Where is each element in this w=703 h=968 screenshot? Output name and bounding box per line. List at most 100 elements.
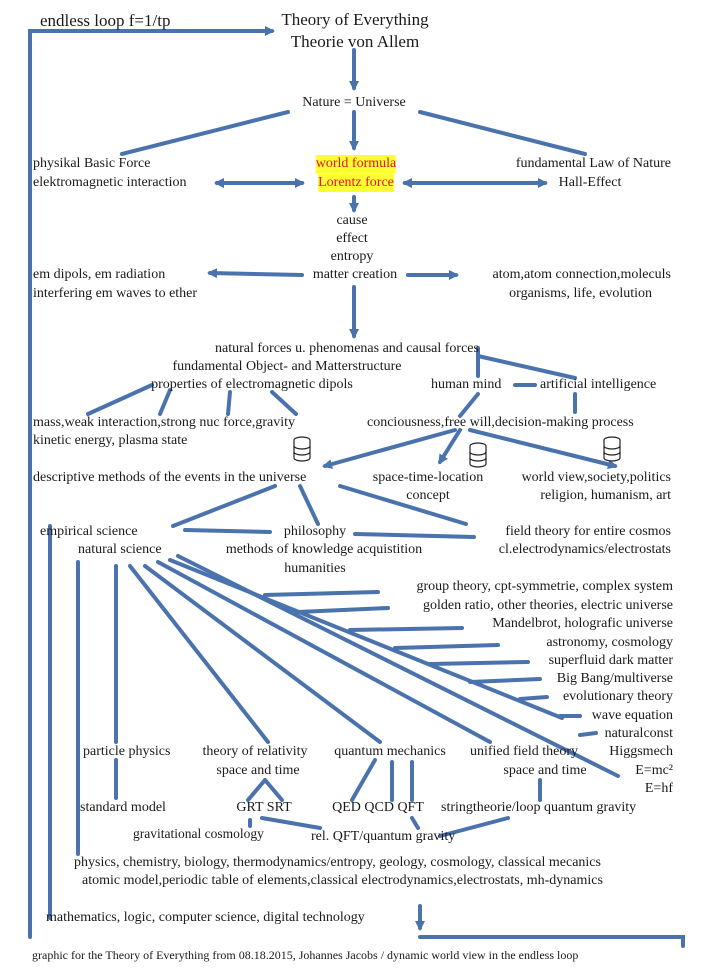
basic-force-line1: physikal Basic Force bbox=[33, 156, 151, 171]
theory-item: Higgsmech bbox=[609, 744, 673, 759]
unified-field-line2: space and time bbox=[503, 763, 587, 778]
line-rel-grt bbox=[246, 778, 267, 802]
human-mind-text: human mind bbox=[431, 377, 502, 392]
particle-physics-text: particle physics bbox=[83, 744, 171, 759]
grav-cosmology-text: gravitational cosmology bbox=[133, 826, 264, 841]
theory-item: Mandelbrot, holografic universe bbox=[492, 616, 673, 631]
line-nat-quantum bbox=[143, 564, 382, 744]
line-string-relqft bbox=[438, 816, 510, 838]
em-dipols-line2: interfering em waves to ether bbox=[33, 286, 198, 301]
forces-line1: mass,weak interaction,strong nuc force,g… bbox=[33, 415, 296, 430]
theory-item: astronomy, cosmology bbox=[546, 635, 673, 650]
law-line2: Hall-Effect bbox=[558, 175, 622, 190]
philosophy-line1: philosophy bbox=[283, 524, 347, 539]
line-dipol-weak bbox=[86, 383, 154, 416]
field-theory-line2: cl.electrodynamics/electrostats bbox=[498, 542, 671, 557]
title-line2: Theorie von Allem bbox=[290, 32, 420, 51]
line-qft-relqft bbox=[410, 816, 420, 830]
effect-text: effect bbox=[336, 231, 368, 246]
arrow-matter-em bbox=[207, 268, 304, 279]
philosophy-line3: humanities bbox=[284, 561, 346, 576]
line-dipol-nuc bbox=[226, 390, 232, 416]
grt-srt-text: GRT SRT bbox=[236, 800, 292, 815]
relativity-line2: space and time bbox=[216, 763, 300, 778]
forces-line2: kinetic energy, plasma state bbox=[33, 433, 188, 448]
arrow-conscious-descriptive bbox=[322, 428, 457, 469]
natural-forces-text: natural forces u. phenomenas and causal … bbox=[215, 341, 479, 356]
tick-bigbang bbox=[468, 677, 542, 684]
field-theory-line1: field theory for entire cosmos bbox=[505, 524, 671, 539]
line-nature-basic bbox=[120, 110, 290, 156]
line-desc-philosophy bbox=[298, 484, 320, 526]
physics-list-line1: physics, chemistry, biology, thermodynam… bbox=[74, 855, 601, 870]
qed-qcd-qft-text: QED QCD QFT bbox=[332, 800, 424, 815]
consciousness-text: conciousness,free will,decision-making p… bbox=[367, 415, 634, 430]
rel-qft-text: rel. QFT/quantum gravity bbox=[311, 829, 456, 844]
theory-item: Big Bang/multiverse bbox=[556, 671, 673, 686]
philosophy-line2: methods of knowledge acquistition bbox=[225, 542, 423, 557]
matter-creation-text: matter creation bbox=[312, 267, 398, 282]
quantum-mechanics-text: quantum mechanics bbox=[334, 744, 446, 759]
world-formula-line2: Lorentz force bbox=[318, 174, 394, 192]
tick-astronomy bbox=[393, 643, 500, 650]
theory-item: wave equation bbox=[591, 708, 673, 723]
world-view-line1: world view,society,politics bbox=[521, 470, 671, 485]
line-nature-law bbox=[418, 110, 587, 156]
arrow-conscious-spacetime bbox=[438, 428, 462, 465]
theory-item: group theory, cpt-symmetrie, complex sys… bbox=[416, 579, 673, 594]
mathematics-text: mathematics, logic, computer science, di… bbox=[46, 910, 365, 925]
line-emp-phil bbox=[183, 528, 272, 534]
space-time-line1: space-time-location bbox=[372, 470, 484, 485]
tick-golden bbox=[296, 606, 390, 614]
tick-group bbox=[263, 590, 380, 597]
entropy-text: entropy bbox=[330, 249, 374, 264]
theory-item: evolutionary theory bbox=[562, 689, 673, 704]
basic-force-line2: elektromagnetic interaction bbox=[33, 175, 187, 190]
line-qm-qed bbox=[350, 758, 377, 802]
database-icon bbox=[603, 436, 621, 462]
descriptive-text: descriptive methods of the events in the… bbox=[33, 470, 307, 485]
world-formula-line1: world formula bbox=[315, 155, 397, 173]
em-dipols-line1: em dipols, em radiation bbox=[33, 267, 166, 282]
line-desc-field bbox=[338, 484, 468, 526]
line-desc-empirical bbox=[171, 484, 277, 528]
theory-item: E=hf bbox=[644, 781, 673, 796]
line-grt-relqft bbox=[260, 816, 322, 830]
nature-node: Nature = Universe bbox=[302, 95, 406, 110]
tick-evolution bbox=[518, 695, 549, 701]
standard-model-text: standard model bbox=[80, 800, 166, 815]
empirical-line2: natural science bbox=[78, 542, 162, 557]
footer-caption: graphic for the Theory of Everything fro… bbox=[32, 948, 579, 962]
empirical-line1: empirical science bbox=[40, 524, 138, 539]
dipol-properties-text: properties of electromagnetic dipols bbox=[151, 377, 353, 392]
title-line1: Theory of Everything bbox=[281, 10, 429, 29]
tick-naturalconst bbox=[578, 731, 598, 737]
line-forces-ai bbox=[476, 354, 577, 380]
theory-item: naturalconst bbox=[604, 726, 673, 741]
arrow-conscious-worldview bbox=[468, 428, 618, 470]
loop-line bbox=[28, 29, 685, 948]
line-human-conscious bbox=[458, 392, 480, 418]
theory-item: E=mc² bbox=[635, 763, 673, 778]
line-nat-unified bbox=[156, 560, 492, 744]
string-theory-text: stringtheorie/loop quantum gravity bbox=[441, 800, 637, 815]
atoms-line2: organisms, life, evolution bbox=[509, 286, 652, 301]
line-phil-field bbox=[353, 532, 476, 539]
line-dipol-gravity bbox=[270, 390, 298, 416]
atoms-line1: atom,atom connection,moleculs bbox=[492, 267, 671, 282]
database-icon bbox=[469, 442, 487, 468]
tick-mandelbrot bbox=[348, 626, 464, 632]
cause-text: cause bbox=[336, 213, 368, 228]
loop-label: endless loop f=1/tp bbox=[40, 11, 171, 30]
law-line1: fundamental Law of Nature bbox=[515, 156, 671, 171]
database-icon bbox=[293, 436, 311, 462]
theory-item: superfluid dark matter bbox=[548, 653, 673, 668]
line-nat-emc2 bbox=[176, 554, 620, 778]
world-view-line2: religion, humanism, art bbox=[540, 488, 671, 503]
space-time-line2: concept bbox=[406, 488, 450, 503]
line-dipol-strong bbox=[158, 388, 172, 416]
line-rel-srt bbox=[263, 778, 284, 802]
object-structure-text: fundamental Object- and Matterstructure bbox=[172, 359, 402, 374]
tick-superfluid bbox=[428, 660, 530, 666]
